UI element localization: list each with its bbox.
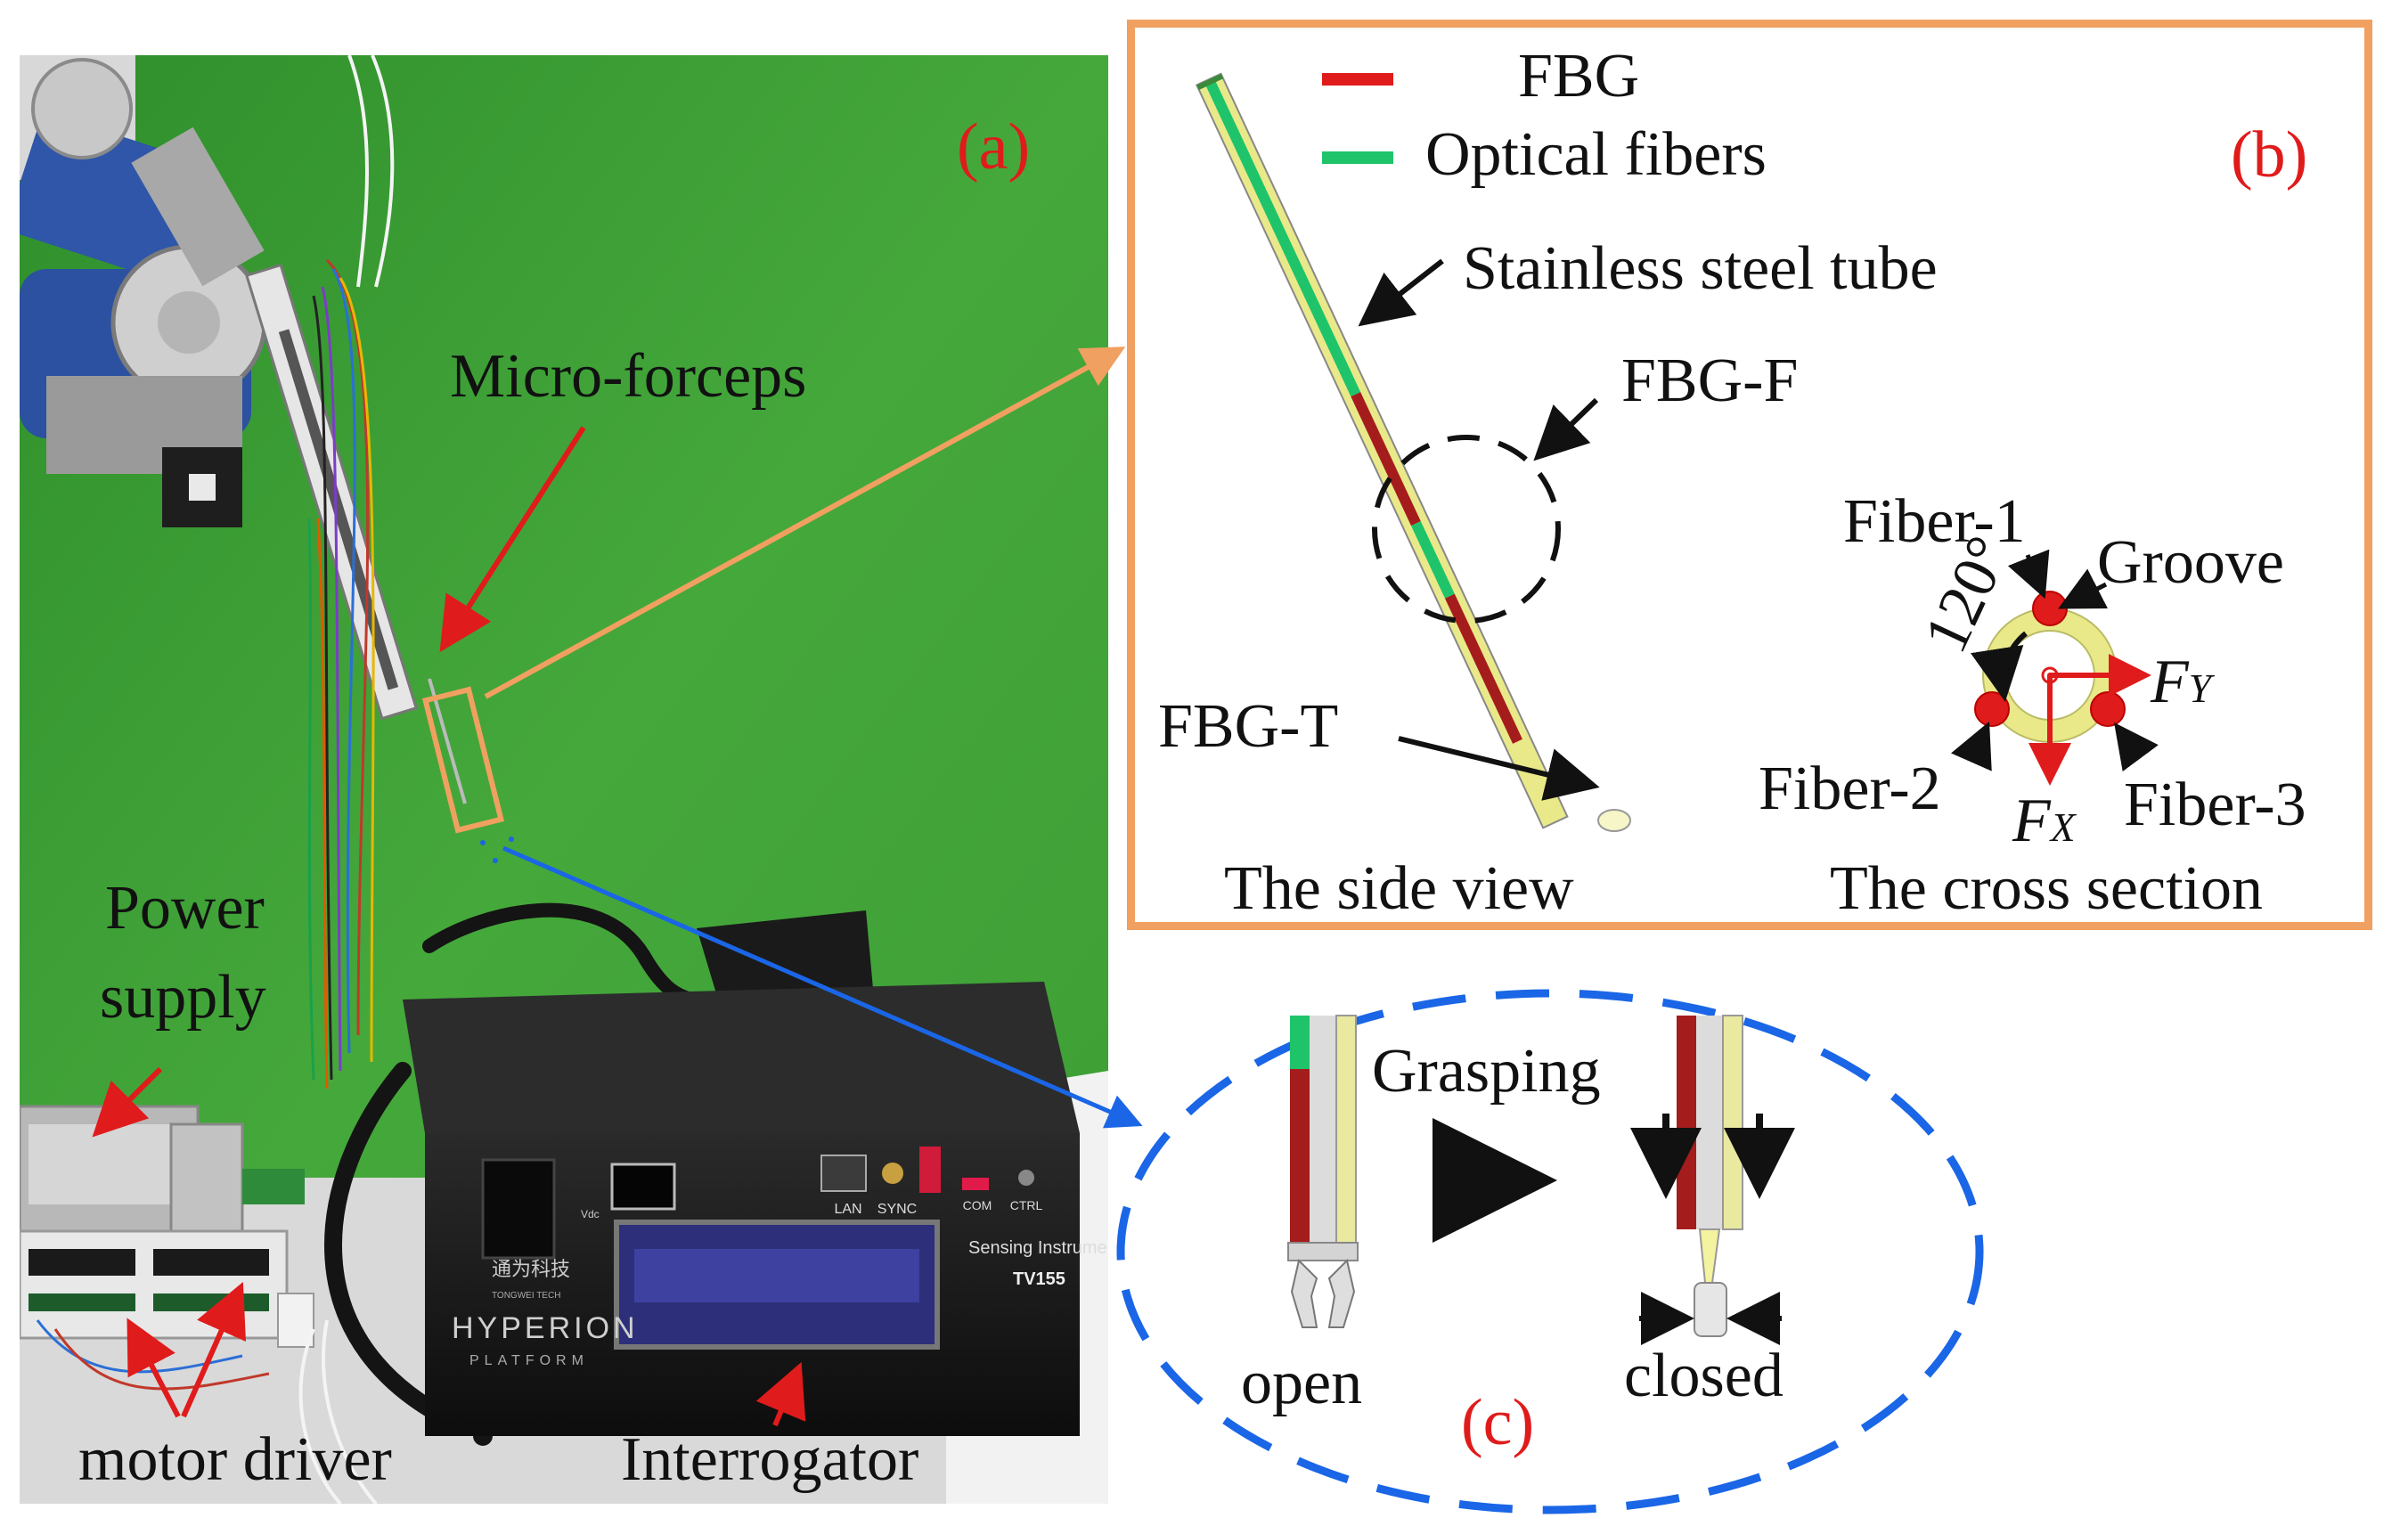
panel-b-illustration xyxy=(1196,72,2159,832)
power-supply-label-line1: Power xyxy=(105,874,265,943)
fx-sub: X xyxy=(2050,804,2076,850)
lan-label: LAN xyxy=(834,1202,861,1217)
motor-driver-arrow-left xyxy=(127,1318,181,1418)
fx-label: FX xyxy=(2012,790,2076,853)
hyperion-label: HYPERION xyxy=(452,1311,639,1345)
brand-en-label: TONGWEI TECH xyxy=(492,1291,560,1301)
micro-forceps-arrow xyxy=(439,426,586,653)
fiber-1-label: Fiber-1 xyxy=(1843,487,2026,556)
tube-label-arrow xyxy=(1358,258,1444,327)
fiber-1-marker xyxy=(2032,591,2068,626)
panel-b-tag: (b) xyxy=(2231,118,2308,192)
fx-main: F xyxy=(2012,787,2051,855)
interrogator-device: LAN SYNC COM CTRL Sensing Instrument TV1… xyxy=(403,982,1108,1436)
legend-fbg-label: FBG xyxy=(1518,42,1640,110)
power-supply-device xyxy=(20,1105,244,1233)
com-label: COM xyxy=(963,1198,992,1212)
sync-label: SYNC xyxy=(877,1202,917,1217)
fiber-2-marker xyxy=(1974,691,2010,727)
panel-c-border xyxy=(1116,989,1984,1514)
motor-driver-arrow-right xyxy=(181,1282,246,1418)
panel-c-tag: (c) xyxy=(1461,1386,1535,1459)
fiber-3-label: Fiber-3 xyxy=(2124,771,2306,839)
power-supply-label-line2: supply xyxy=(100,963,266,1032)
panel-b: (b) FBG Optical fibers Stainless steel t… xyxy=(1127,20,2372,930)
fbg-f-label: FBG-F xyxy=(1621,347,1799,415)
interrogator-label: Interrogator xyxy=(621,1425,919,1494)
open-label: open xyxy=(1241,1349,1363,1417)
fy-label: FY xyxy=(2151,651,2211,714)
model-label: TV155 xyxy=(1013,1269,1065,1289)
closed-forceps-illustration xyxy=(1630,1015,1795,1345)
blue-connector-line xyxy=(502,845,1143,1129)
fy-sub: Y xyxy=(2188,665,2212,711)
sensing-instrument-label: Sensing Instrument xyxy=(968,1238,1108,1258)
photo-illustration: LAN SYNC COM CTRL Sensing Instrument TV1… xyxy=(20,55,1108,1504)
vdc-label: Vdc xyxy=(581,1208,600,1220)
platform-label: PLATFORM xyxy=(469,1353,589,1368)
fbg-t-label-arrow xyxy=(1398,736,1600,801)
grasping-label: Grasping xyxy=(1372,1037,1601,1106)
fbg-f-label-arrow xyxy=(1533,397,1599,461)
brand-cn-label: 通为科技 xyxy=(492,1259,570,1281)
wire-bundle xyxy=(307,258,375,1089)
cross-section-illustration xyxy=(1950,549,2159,786)
zoom-box xyxy=(421,686,505,834)
power-supply-arrow xyxy=(92,1066,163,1138)
panel-a-photo: LAN SYNC COM CTRL Sensing Instrument TV1… xyxy=(20,55,1108,1504)
tube-label: Stainless steel tube xyxy=(1463,234,1938,303)
fbg-f-highlight-circle xyxy=(1372,435,1561,624)
open-forceps-illustration xyxy=(1287,1015,1359,1328)
fbg-t-label: FBG-T xyxy=(1158,692,1339,761)
side-view-label: The side view xyxy=(1224,854,1574,923)
interrogator-arrow xyxy=(755,1361,806,1427)
motor-driver-label: motor driver xyxy=(78,1425,392,1494)
fy-main: F xyxy=(2151,648,2189,716)
legend-optical-label: Optical fibers xyxy=(1425,120,1767,189)
ctrl-label: CTRL xyxy=(1010,1198,1043,1212)
micro-forceps-label: Micro-forceps xyxy=(450,342,807,411)
steel-tube-side-view xyxy=(1196,72,1569,829)
fiber-3-marker xyxy=(2090,691,2126,727)
groove-label: Groove xyxy=(2097,528,2284,597)
panel-a-tag: (a) xyxy=(957,110,1031,184)
closed-label: closed xyxy=(1624,1342,1784,1410)
orange-connector-line xyxy=(484,347,1126,699)
fiber-2-label: Fiber-2 xyxy=(1759,755,1941,823)
cross-section-label: The cross section xyxy=(1830,854,2263,923)
